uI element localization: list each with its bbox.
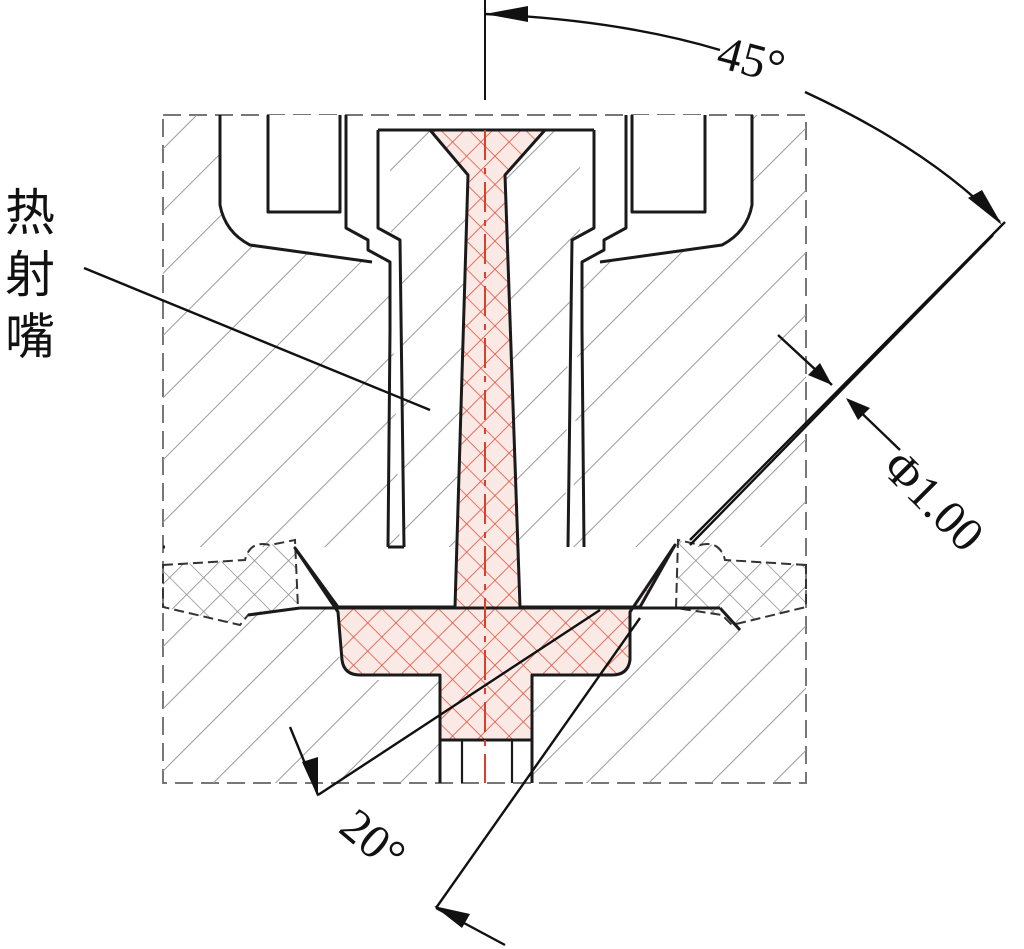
hot-nozzle-leader	[83, 266, 431, 412]
angle-20-dimension	[288, 608, 641, 947]
angle-45-dimension	[484, 6, 1006, 546]
angle-20-label: 20°	[330, 799, 416, 883]
nozzle-body	[390, 130, 580, 547]
hot-nozzle-label-char2: 射	[5, 246, 55, 304]
molded-part	[162, 538, 807, 627]
hot-nozzle-label-char3: 嘴	[5, 308, 55, 366]
drawing-outlines	[163, 115, 754, 783]
lower-plate	[163, 608, 806, 783]
diameter-label: Φ1.00	[872, 440, 994, 562]
angle-45-label: 45°	[712, 26, 791, 95]
diameter-dimension	[777, 334, 901, 451]
hot-nozzle-label-char1: 热	[5, 184, 55, 242]
upper-plate	[163, 115, 806, 547]
